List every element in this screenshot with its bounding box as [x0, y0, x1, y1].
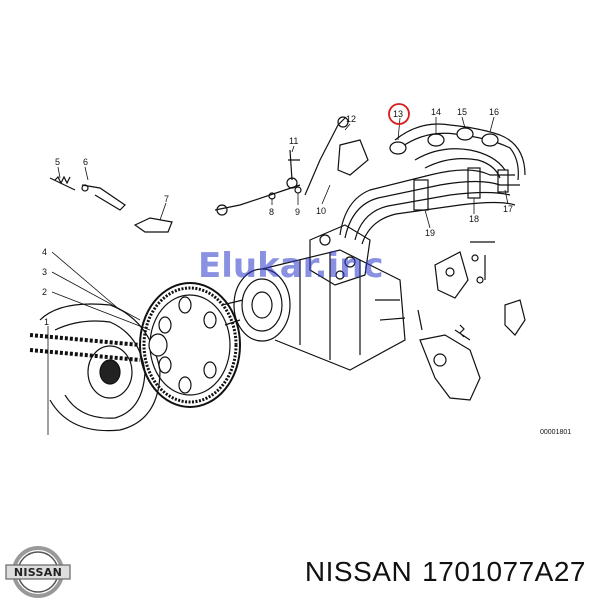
callout-15: 15 [457, 107, 467, 117]
leader-lines [47, 116, 509, 435]
callout-19: 19 [425, 228, 435, 238]
callout-labels: 1 2 3 4 5 6 7 8 9 10 11 12 13 14 15 16 1… [42, 103, 513, 327]
part-title: NISSAN 1701077A27 [305, 556, 586, 588]
callout-12: 12 [346, 114, 356, 124]
brand-logo-text: NISSAN [14, 566, 62, 579]
callout-6: 6 [83, 157, 88, 167]
callout-14: 14 [431, 107, 441, 117]
watermark-text: Elukar.inc [198, 246, 384, 286]
brand-name: NISSAN [304, 556, 413, 587]
callout-7: 7 [164, 194, 169, 204]
timing-gear [139, 282, 241, 408]
callout-13: 13 [393, 109, 403, 119]
callout-3: 3 [42, 267, 47, 277]
callout-17: 17 [503, 204, 513, 214]
callout-5: 5 [55, 157, 60, 167]
injector-lines [339, 123, 526, 245]
part-number: 1701077A27 [422, 556, 586, 587]
callout-11: 11 [289, 136, 298, 146]
callout-1: 1 [44, 317, 49, 327]
callout-13-highlight [388, 103, 410, 125]
callout-18: 18 [469, 214, 479, 224]
brand-logo: NISSAN [5, 546, 71, 598]
linkage-hardware [49, 116, 369, 233]
callout-2: 2 [42, 287, 47, 297]
crank-pulley [29, 303, 161, 432]
pump-bracket [417, 241, 526, 401]
callout-16: 16 [489, 107, 499, 117]
callout-9: 9 [295, 207, 300, 217]
callout-4: 4 [42, 247, 47, 257]
callout-10: 10 [316, 206, 326, 216]
injection-pump [221, 224, 406, 371]
reference-code: 00001801 [540, 429, 571, 436]
callout-8: 8 [269, 207, 274, 217]
